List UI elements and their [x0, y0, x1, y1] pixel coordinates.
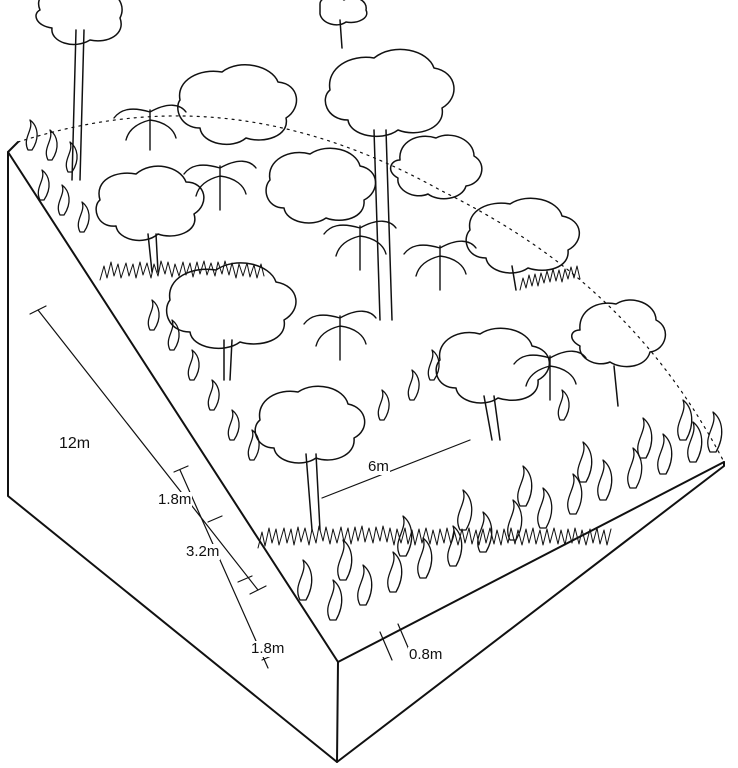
terrain-block	[7, 115, 725, 763]
strip-bottom-label: 1.8m	[250, 640, 286, 657]
dimension-lines	[29, 305, 471, 669]
grass-strip-icon	[99, 260, 612, 549]
strip-top-label: 1.8m	[157, 491, 193, 508]
strip-middle-label: 3.2m	[185, 543, 221, 560]
crop-plant-icon	[25, 119, 723, 621]
hedge-spacing-label: 6m	[367, 458, 390, 475]
tree-icon	[35, 0, 667, 531]
banana-plant-icon	[113, 104, 587, 401]
slope-length-label: 12m	[58, 435, 92, 452]
row-spacing-label: 0.8m	[408, 646, 444, 663]
